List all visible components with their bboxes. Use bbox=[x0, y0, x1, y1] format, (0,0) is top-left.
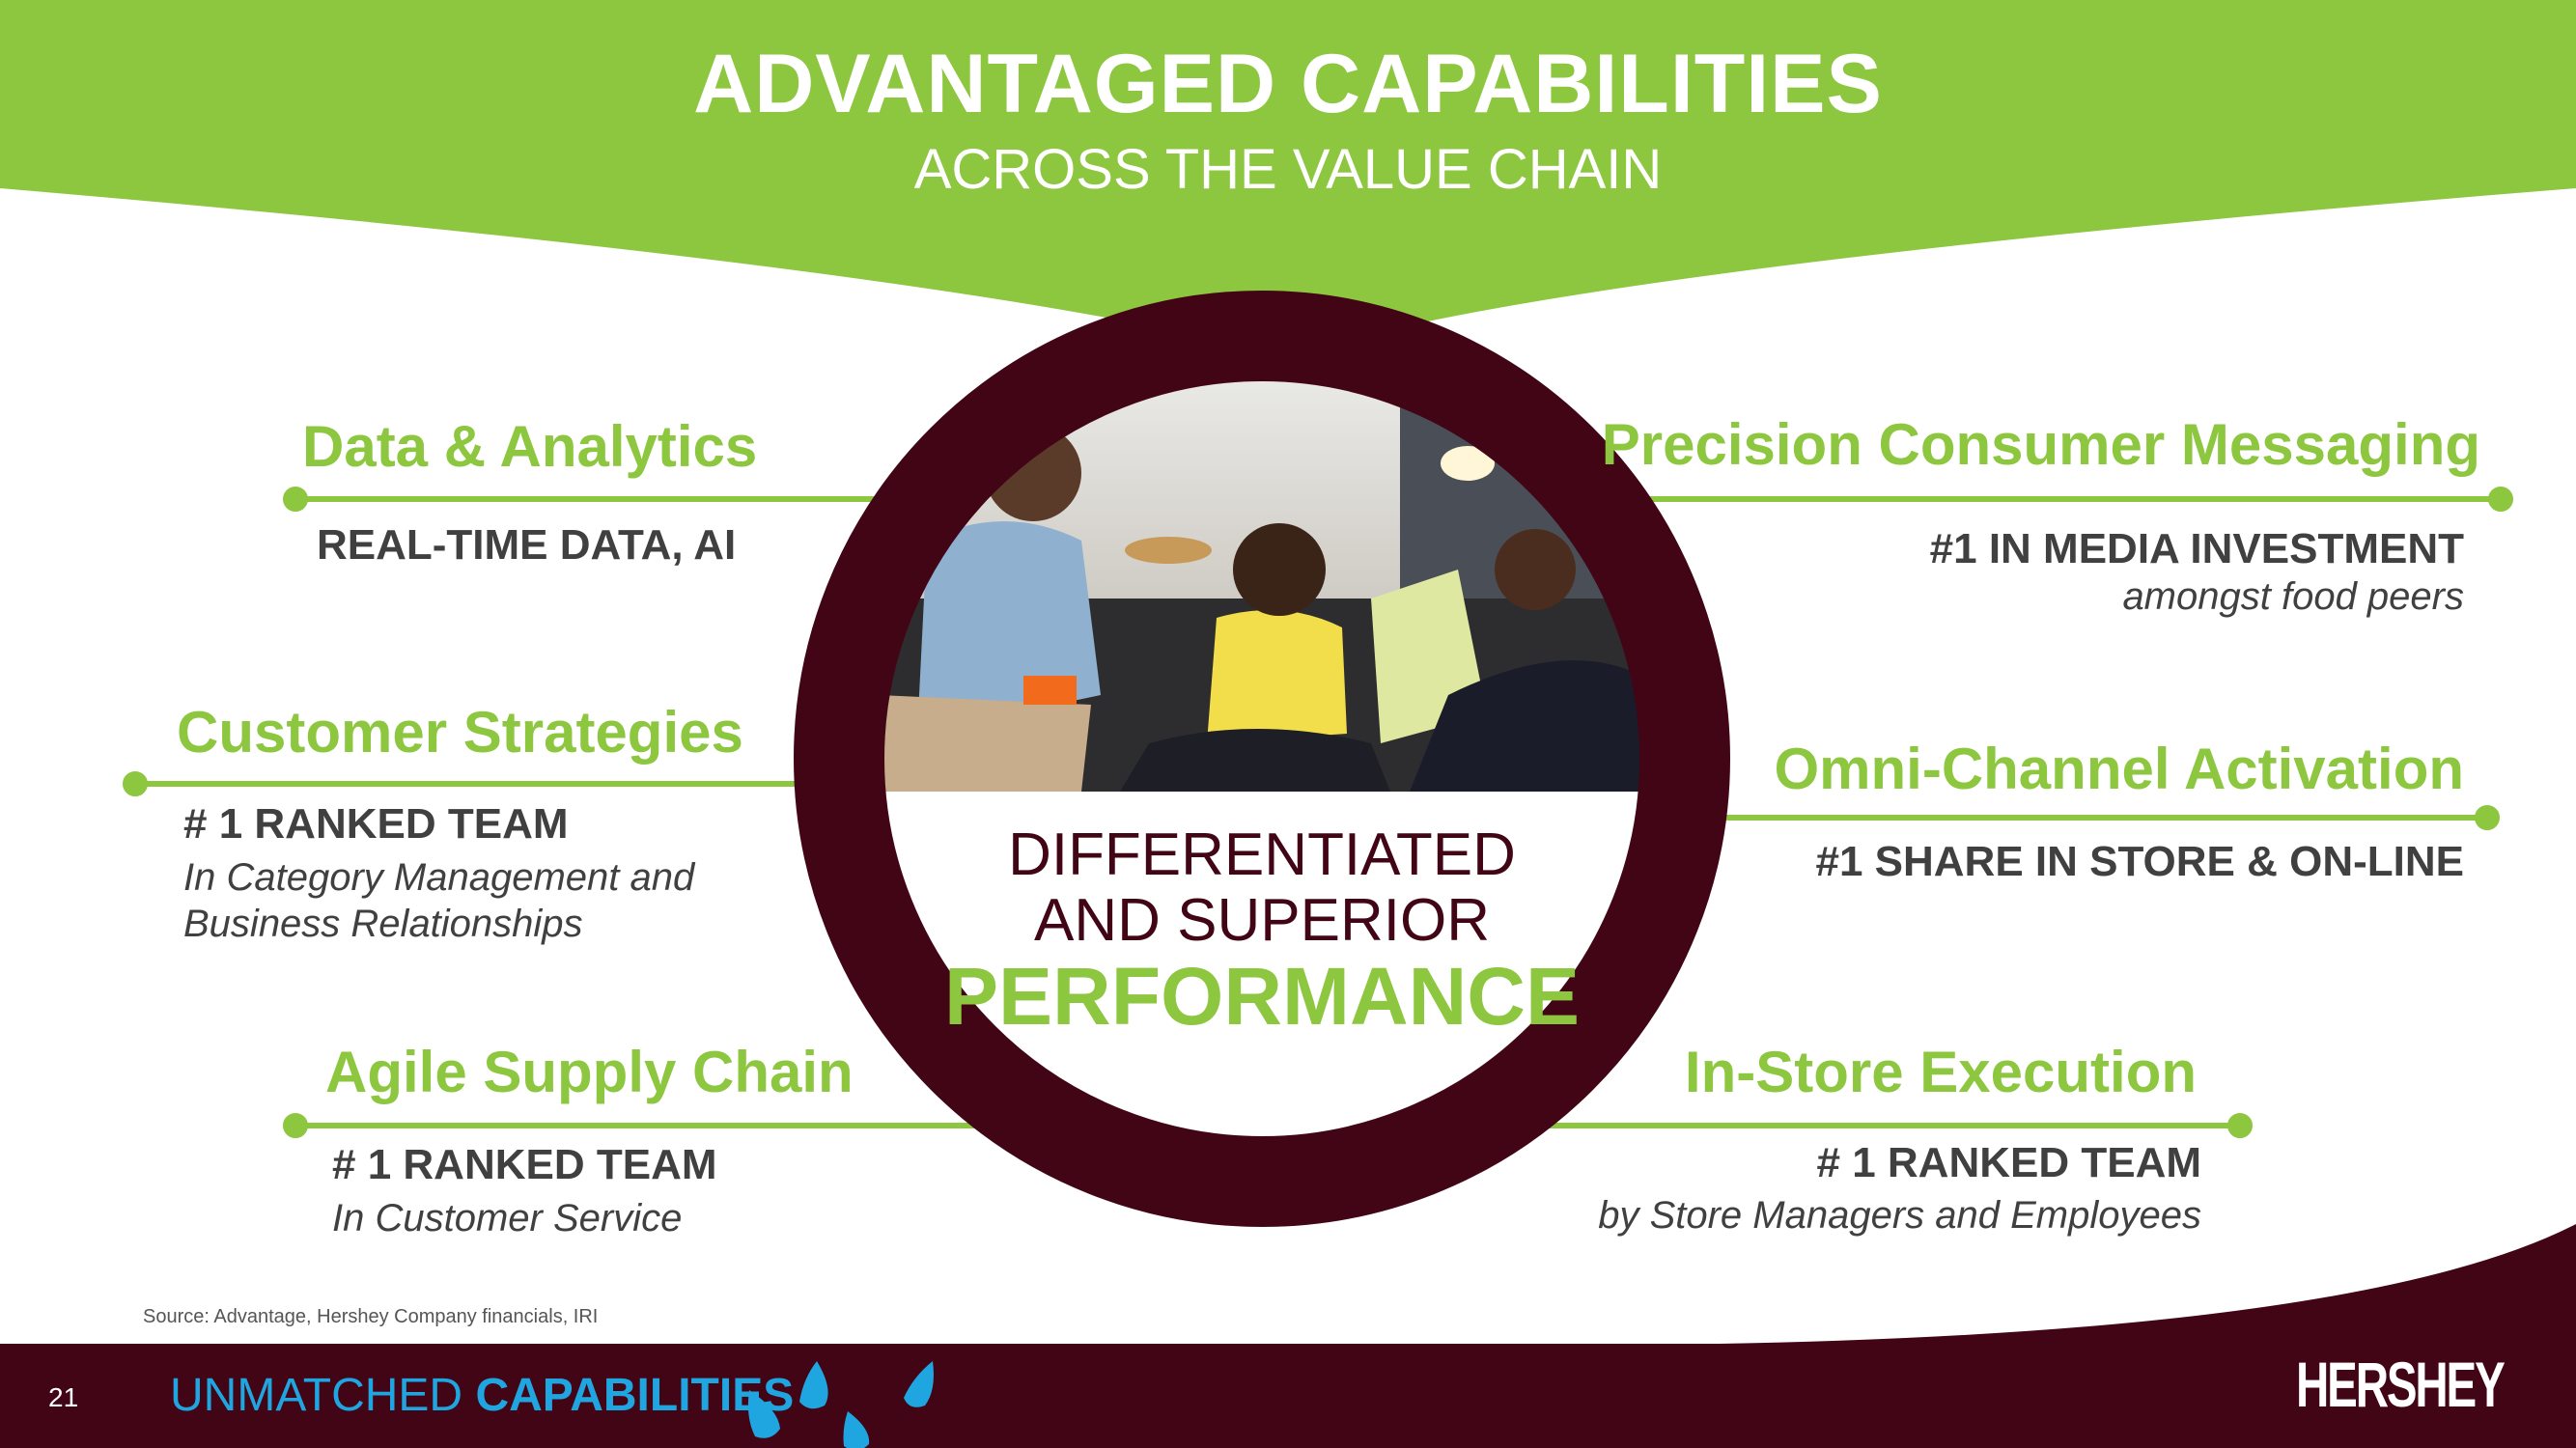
center-text-line1: DIFFERENTIATED bbox=[1008, 821, 1516, 888]
capability-title-precision-consumer-messaging: Precision Consumer Messaging bbox=[1601, 412, 2480, 477]
footer-tagline-bold: CAPABILITIES bbox=[475, 1370, 795, 1421]
green-header-band bbox=[0, 0, 2576, 357]
capability-detail: amongst food peers bbox=[2122, 575, 2464, 618]
capability-title-data-analytics: Data & Analytics bbox=[302, 414, 758, 479]
capability-title-customer-strategies: Customer Strategies bbox=[177, 700, 743, 765]
footer-tagline: UNMATCHED CAPABILITIES bbox=[170, 1369, 794, 1422]
maroon-footer-band bbox=[0, 1224, 2576, 1448]
capability-headline: # 1 RANKED TEAM bbox=[183, 800, 569, 848]
capability-title-agile-supply-chain: Agile Supply Chain bbox=[325, 1040, 854, 1104]
capability-title-in-store-execution: In-Store Execution bbox=[1684, 1040, 2197, 1104]
center-text-line2: AND SUPERIOR bbox=[1034, 887, 1490, 954]
connector-lines bbox=[123, 487, 2513, 1138]
capability-detail: Business Relationships bbox=[183, 903, 583, 945]
page-number: 21 bbox=[48, 1382, 79, 1412]
hershey-logo: HERSHEY bbox=[2296, 1349, 2506, 1420]
capability-title-omni-channel-activation: Omni-Channel Activation bbox=[1774, 737, 2465, 801]
source-note: Source: Advantage, Hershey Company finan… bbox=[143, 1306, 599, 1327]
maroon-ring bbox=[794, 291, 1730, 1227]
capability-headline: # 1 RANKED TEAM bbox=[1816, 1139, 2202, 1186]
capability-headline: REAL-TIME DATA, AI bbox=[317, 521, 737, 569]
kiss-drops-icon bbox=[747, 1361, 934, 1448]
capability-headline: # 1 RANKED TEAM bbox=[332, 1141, 717, 1188]
capability-detail: In Category Management and bbox=[183, 856, 695, 899]
page-subtitle: ACROSS THE VALUE CHAIN bbox=[913, 138, 1663, 201]
capability-headline: #1 IN MEDIA INVESTMENT bbox=[1929, 525, 2464, 572]
capability-headline: #1 SHARE IN STORE & ON-LINE bbox=[1815, 838, 2464, 885]
capability-detail: In Customer Service bbox=[332, 1197, 683, 1239]
center-text-performance: PERFORMANCE bbox=[943, 951, 1580, 1042]
page-title: ADVANTAGED CAPABILITIES bbox=[693, 38, 1883, 130]
capability-detail: by Store Managers and Employees bbox=[1598, 1194, 2201, 1237]
footer-tagline-light: UNMATCHED bbox=[170, 1370, 476, 1421]
